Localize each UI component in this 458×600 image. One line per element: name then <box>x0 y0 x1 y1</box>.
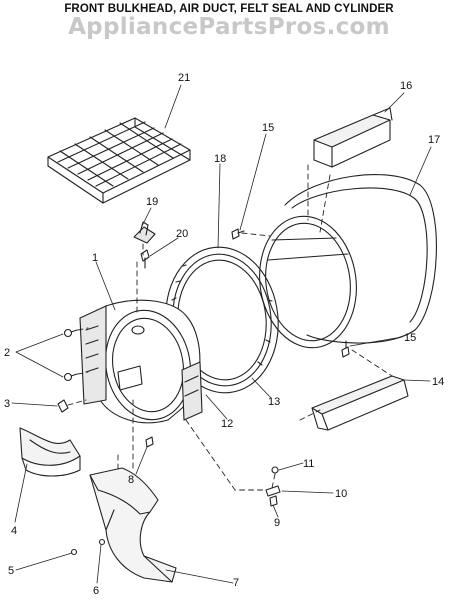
leader-lines <box>11 84 432 584</box>
callout-12: 12 <box>221 418 233 430</box>
callout-10: 10 <box>335 488 347 500</box>
part-11 <box>271 466 279 474</box>
assembly-lines <box>67 164 393 491</box>
callout-21: 21 <box>178 72 190 84</box>
callouts: 21 16 17 15 18 19 20 1 2 3 4 5 6 7 8 9 1… <box>4 72 444 597</box>
part-20 <box>133 221 156 244</box>
callout-11: 11 <box>303 458 314 470</box>
callout-3: 3 <box>4 398 10 410</box>
part-10 <box>265 485 281 497</box>
part-2 <box>63 328 78 382</box>
part-5 <box>70 548 78 556</box>
part-cylinder <box>259 174 437 349</box>
callout-4: 4 <box>11 525 17 537</box>
callout-1: 1 <box>92 252 98 264</box>
part-6 <box>98 538 106 546</box>
callout-14: 14 <box>432 376 444 388</box>
callout-6: 6 <box>93 585 99 597</box>
part-15-upper <box>231 228 245 240</box>
part-air-duct <box>89 467 177 583</box>
part-16 <box>313 107 393 168</box>
part-8 <box>145 436 154 448</box>
part-14 <box>311 375 409 431</box>
callout-7: 7 <box>233 577 239 589</box>
callout-13: 13 <box>268 396 280 408</box>
callout-18: 18 <box>214 153 226 165</box>
diagram-title: FRONT BULKHEAD, AIR DUCT, FELT SEAL AND … <box>64 3 394 15</box>
part-4 <box>19 427 81 477</box>
part-rack <box>47 117 191 204</box>
watermark: AppliancePartsPros.com <box>68 14 390 40</box>
part-19 <box>140 249 150 269</box>
callout-2: 2 <box>4 347 10 359</box>
part-15-lower <box>341 340 350 358</box>
callout-16: 16 <box>400 80 412 92</box>
part-9 <box>269 495 278 507</box>
callout-17: 17 <box>428 134 440 146</box>
callout-15b: 15 <box>404 332 416 344</box>
part-3 <box>57 399 69 413</box>
callout-19: 20 <box>176 228 188 240</box>
callout-20: 19 <box>146 196 158 208</box>
callout-15a: 15 <box>262 122 274 134</box>
part-bulkhead <box>79 299 203 424</box>
callout-5: 5 <box>8 565 14 577</box>
callout-9: 9 <box>274 517 280 529</box>
callout-8: 8 <box>128 474 134 486</box>
